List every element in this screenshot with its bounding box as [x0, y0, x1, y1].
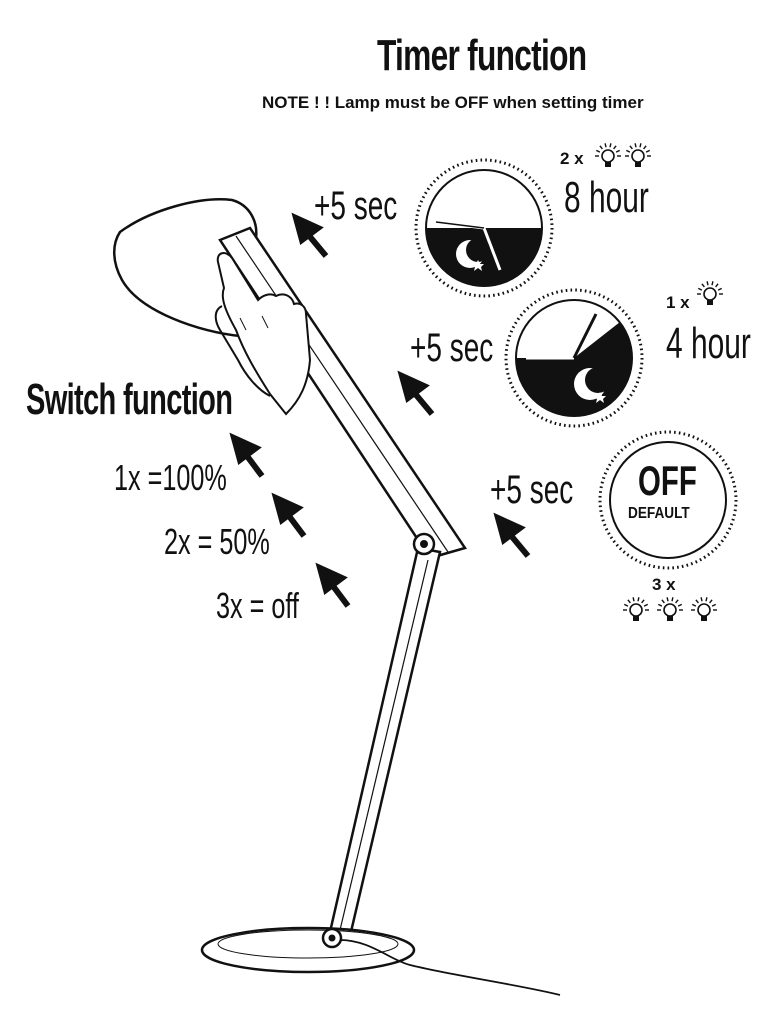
switch-title: Switch function [26, 375, 233, 424]
switch-option-3: 3x = off [216, 585, 299, 626]
timer-step-2-press: +5 sec [410, 326, 494, 370]
timer-step-1-count: 2 x [560, 149, 584, 168]
bulb-icon [595, 143, 621, 167]
clock-icon-off-default [598, 430, 738, 570]
timer-step-1-press: +5 sec [314, 184, 398, 228]
clock-icon-8-hour [414, 158, 554, 298]
arrow-icon-switch-title [229, 432, 265, 478]
arrow-icon-timer-2 [397, 370, 435, 416]
arrow-icon-timer-3 [493, 512, 531, 558]
arrow-icon-switch-1 [271, 492, 307, 538]
switch-option-1: 1x =100% [114, 457, 227, 498]
timer-step-2-count: 1 x [666, 293, 690, 312]
bulb-icon [691, 597, 717, 621]
timer-step-2-hour: 4 hour [666, 319, 751, 368]
bulb-icons [595, 143, 723, 621]
timer-title: Timer function [377, 31, 587, 80]
switch-option-2: 2x = 50% [164, 521, 270, 562]
bulb-icon [657, 597, 683, 621]
clock-icon-4-hour [504, 288, 644, 428]
timer-step-1-hour: 8 hour [564, 173, 649, 222]
arrow-icon-switch-2 [315, 562, 351, 608]
timer-step-3-default: DEFAULT [628, 505, 690, 522]
timer-step-3-count: 3 x [652, 575, 676, 594]
timer-step-3-press: +5 sec [490, 468, 574, 512]
bulb-icon [697, 281, 723, 305]
bulb-icon [625, 143, 651, 167]
timer-note: NOTE ! ! Lamp must be OFF when setting t… [262, 93, 644, 112]
arrow-icon-timer-1 [291, 212, 329, 258]
timer-step-3-off: OFF [638, 457, 697, 504]
bulb-icon [623, 597, 649, 621]
